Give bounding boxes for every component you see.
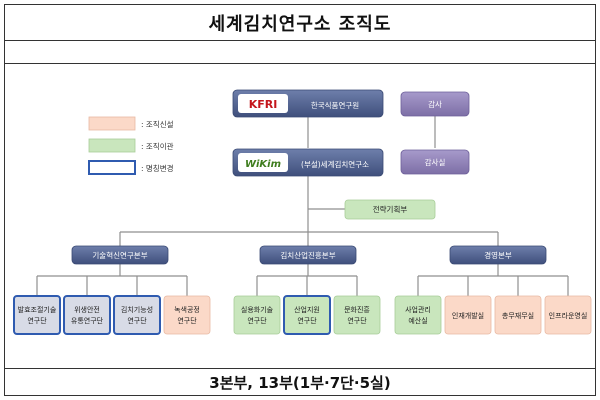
wikim-logo-bg	[238, 153, 288, 172]
unit-box	[63, 295, 111, 335]
division-label: 기술혁신연구본부	[92, 251, 147, 260]
page-title: 세계김치연구소 조직도	[5, 5, 595, 41]
wikim-logo: WiKim	[245, 159, 281, 170]
legend-swatch-moved	[88, 138, 136, 153]
legend-item-new: : 조직신설	[88, 116, 174, 131]
org-chart-area: : 조직신설 : 조직이관 : 명칭변경 KFRI 한국식품연구원	[5, 63, 595, 369]
unit-box	[13, 295, 61, 335]
audit-office-label: 감사실	[425, 157, 446, 167]
unit-label: 예산실	[408, 316, 427, 325]
division-node-1: 기술혁신연구본부	[71, 245, 169, 265]
unit-box	[283, 295, 331, 335]
audit-office-node: 감사실	[400, 149, 470, 175]
unit-box	[163, 295, 211, 335]
divisions: 기술혁신연구본부발효조절기술연구단위생안전유통연구단김치기능성연구단녹색공정연구…	[13, 245, 592, 335]
unit-box	[333, 295, 381, 335]
unit-label: 인프라운영실	[549, 311, 588, 320]
unit-node: 총무재무실	[494, 295, 542, 335]
unit-box	[113, 295, 161, 335]
legend-swatch-new	[88, 116, 136, 131]
legend-label-renamed: : 명칭변경	[141, 163, 174, 173]
unit-label: 녹색공정	[174, 305, 200, 314]
kfri-logo-bg	[238, 94, 288, 113]
unit-label: 연구단	[127, 316, 147, 325]
division-label: 경영본부	[484, 250, 512, 260]
wikim-node: WiKim (부설)세계김치연구소	[232, 148, 384, 177]
unit-box	[544, 295, 592, 335]
strategy-node: 전략기획부	[344, 199, 436, 220]
legend-label-new: : 조직신설	[141, 119, 174, 129]
unit-label: 인재개발실	[452, 311, 484, 320]
legend-swatch-renamed	[88, 160, 136, 175]
kfri-node: KFRI 한국식품연구원	[232, 89, 384, 118]
legend: : 조직신설 : 조직이관 : 명칭변경	[88, 116, 174, 175]
org-chart-frame: 세계김치연구소 조직도	[4, 4, 596, 396]
unit-label: 문화진흥	[344, 305, 370, 314]
legend-label-moved: : 조직이관	[141, 141, 174, 151]
kfri-label: 한국식품연구원	[311, 101, 359, 110]
unit-label: 발효조절기술	[18, 305, 57, 314]
unit-label: 연구단	[297, 316, 317, 325]
legend-item-moved: : 조직이관	[88, 138, 174, 153]
unit-label: 김치기능성	[121, 305, 153, 314]
strategy-label: 전략기획부	[373, 204, 408, 214]
unit-box	[444, 295, 492, 335]
unit-label: 유통연구단	[71, 316, 104, 325]
wikim-label: (부설)세계김치연구소	[301, 159, 369, 169]
division-node-2: 김치산업진흥본부	[259, 245, 357, 265]
division-label: 김치산업진흥본부	[280, 250, 335, 260]
unit-label: 위생안전	[74, 305, 100, 314]
unit-label: 총무재무실	[502, 311, 534, 320]
unit-label: 실용화기술	[241, 305, 274, 314]
audit-label: 감사	[428, 99, 442, 109]
division-node-3: 경영본부	[449, 245, 547, 265]
unit-label: 산업지원	[294, 305, 320, 314]
org-chart: : 조직신설 : 조직이관 : 명칭변경 KFRI 한국식품연구원	[13, 89, 592, 335]
unit-label: 사업관리	[405, 305, 431, 314]
audit-node: 감사	[400, 91, 470, 117]
unit-label: 연구단	[27, 316, 47, 325]
footer-summary: 3본부, 13부(1부·7단·5실)	[209, 374, 391, 392]
unit-box	[494, 295, 542, 335]
unit-label: 연구단	[347, 316, 367, 325]
unit-node: 인프라운영실	[544, 295, 592, 335]
connector-lines	[36, 116, 569, 296]
kfri-logo: KFRI	[249, 98, 278, 111]
unit-box	[394, 295, 442, 335]
unit-node: 인재개발실	[444, 295, 492, 335]
unit-box	[233, 295, 281, 335]
legend-item-renamed: : 명칭변경	[88, 160, 174, 175]
unit-label: 연구단	[247, 316, 267, 325]
unit-label: 연구단	[177, 316, 197, 325]
